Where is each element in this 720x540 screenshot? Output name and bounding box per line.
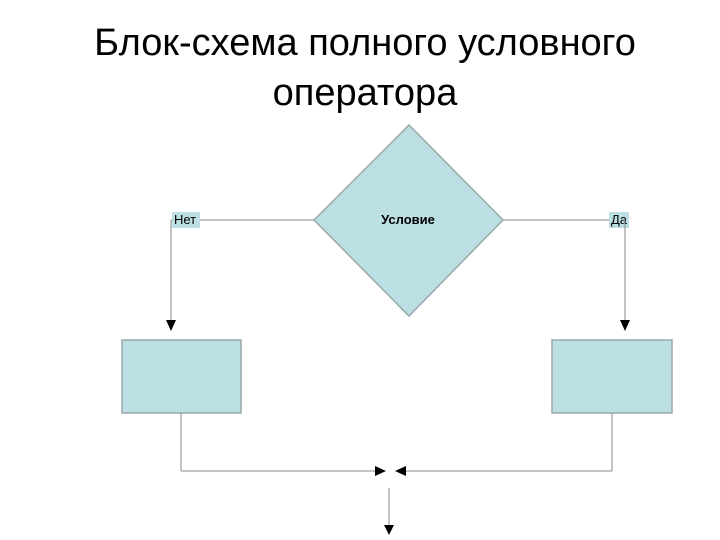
yes-branch-arrowhead bbox=[620, 320, 630, 331]
no-label-highlight bbox=[172, 212, 200, 228]
exit-arrowhead bbox=[384, 525, 394, 535]
title-line-2: оператора bbox=[272, 72, 458, 114]
yes-label: Да bbox=[611, 212, 628, 227]
no-label: Нет bbox=[174, 212, 196, 227]
no-branch-arrowhead bbox=[166, 320, 176, 331]
yes-action-block bbox=[551, 339, 673, 414]
condition-diamond bbox=[312, 123, 505, 318]
title-line-1: Блок-схема полного условного bbox=[94, 22, 636, 64]
no-action-block bbox=[121, 339, 242, 414]
condition-label: Условие bbox=[381, 212, 435, 227]
yes-merge-arrowhead bbox=[395, 466, 406, 476]
slide-title: Блок-схема полного условного оператора bbox=[20, 18, 710, 118]
no-merge-arrowhead bbox=[375, 466, 386, 476]
yes-label-highlight bbox=[609, 212, 629, 228]
